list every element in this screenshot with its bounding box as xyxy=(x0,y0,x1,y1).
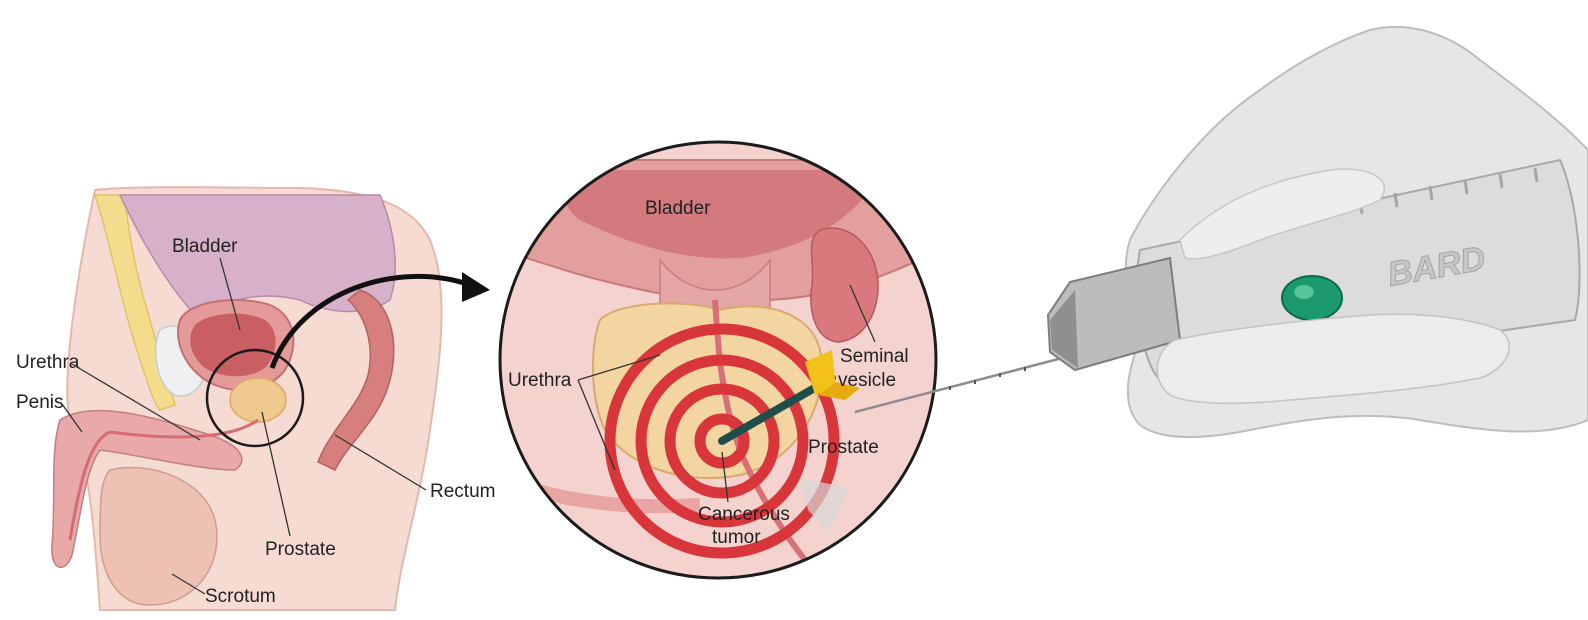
prostate-organ xyxy=(230,378,286,422)
device-trigger-button xyxy=(1282,276,1342,320)
mag-label-tumor-2: tumor xyxy=(712,527,761,548)
arrow-head-icon xyxy=(462,272,490,302)
mag-label-urethra: Urethra xyxy=(508,370,572,391)
device-trigger-button-highlight xyxy=(1294,285,1314,299)
mag-label-bladder: Bladder xyxy=(645,198,711,219)
mag-label-seminal-2: vesicle xyxy=(838,370,896,391)
label-prostate: Prostate xyxy=(265,539,336,560)
label-bladder: Bladder xyxy=(172,236,238,257)
sagittal-anatomy-illustration xyxy=(52,187,442,610)
label-penis: Penis xyxy=(16,392,64,413)
biopsy-device-photo: BARD xyxy=(855,27,1588,437)
label-scrotum: Scrotum xyxy=(205,586,276,607)
mag-label-tumor-1: Cancerous xyxy=(698,504,790,525)
label-urethra: Urethra xyxy=(16,352,80,373)
label-rectum: Rectum xyxy=(430,481,495,502)
mag-label-prostate: Prostate xyxy=(808,437,879,458)
mag-label-seminal-1: Seminal xyxy=(840,346,909,367)
